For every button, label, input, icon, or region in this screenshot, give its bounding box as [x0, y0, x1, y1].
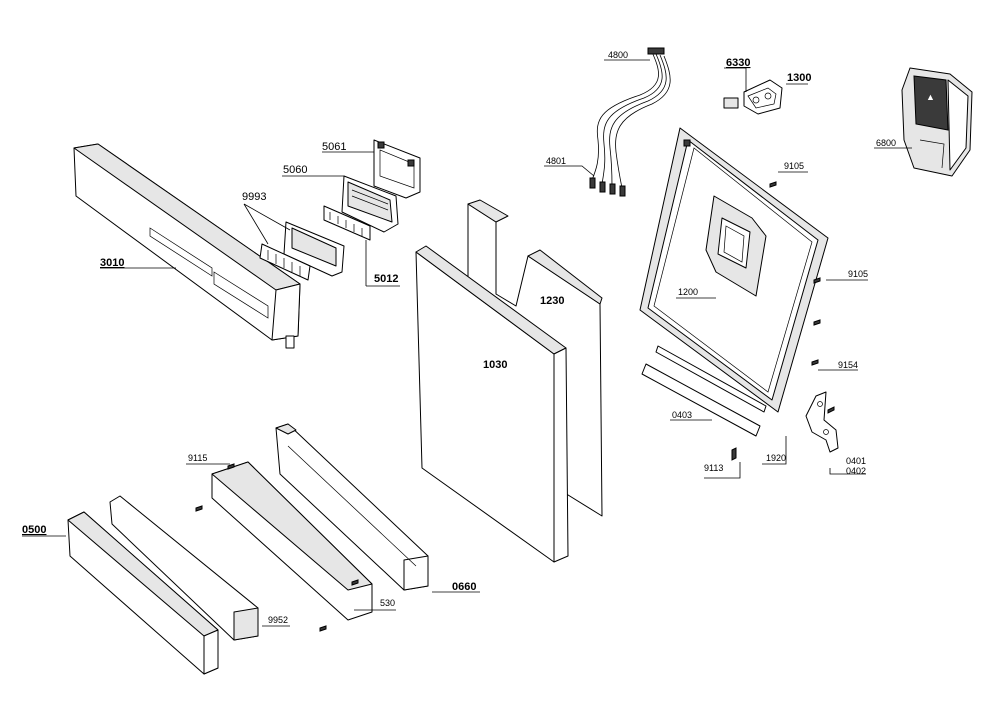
label-4800: 4800 — [608, 50, 628, 60]
electronics-9993 — [259, 221, 345, 281]
wire-harness-4800 — [589, 47, 671, 197]
label-5012: 5012 — [374, 273, 398, 285]
label-0403: 0403 — [672, 410, 692, 420]
part-0403 — [641, 363, 761, 437]
part-1920 — [655, 345, 767, 413]
label-9952: 9952 — [268, 615, 288, 625]
part-6330 — [723, 97, 739, 109]
label-1230: 1230 — [540, 295, 564, 307]
label-4801: 4801 — [546, 156, 566, 166]
label-5061: 5061 — [322, 141, 346, 153]
label-1030: 1030 — [483, 359, 507, 371]
inner-door-1200 — [639, 127, 829, 413]
label-9115: 9115 — [188, 453, 207, 463]
outer-door-1030 — [415, 245, 569, 563]
label-9105-side: 9105 — [848, 269, 868, 279]
label-5060: 5060 — [283, 164, 307, 176]
screw-9115-icon — [195, 463, 327, 632]
label-9993: 9993 — [242, 191, 266, 203]
label-1200: 1200 — [678, 287, 698, 297]
control-panel-3010 — [73, 143, 301, 349]
label-6330: 6330 — [726, 57, 750, 69]
label-0660: 0660 — [452, 581, 476, 593]
label-6800: 6800 — [876, 138, 896, 148]
plinth-0500 — [67, 511, 219, 675]
label-0402: 0402 — [846, 466, 866, 476]
part-1300 — [743, 79, 783, 115]
label-9154: 9154 — [838, 360, 858, 370]
svg-text:▲: ▲ — [926, 92, 935, 102]
label-3010: 3010 — [100, 257, 124, 269]
label-0401: 0401 — [846, 456, 866, 466]
hinge-0401-0402 — [805, 391, 839, 453]
module-5061 — [373, 139, 421, 199]
label-9105-top: 9105 — [784, 161, 804, 171]
label-1300: 1300 — [787, 72, 811, 84]
module-5060 — [341, 175, 399, 233]
label-0500: 0500 — [22, 524, 46, 536]
label-9113: 9113 — [704, 463, 723, 473]
part-5012 — [323, 205, 371, 241]
plinth-0660 — [275, 423, 429, 591]
label-1920: 1920 — [766, 453, 786, 463]
screw-9105-icon — [769, 181, 821, 366]
plinth-530 — [211, 461, 373, 621]
part-9113 — [731, 447, 737, 461]
plinth-9952 — [109, 495, 259, 641]
dispenser-6800: ▲ — [901, 67, 973, 177]
leader-lines — [22, 59, 912, 627]
label-530: 530 — [380, 598, 395, 608]
